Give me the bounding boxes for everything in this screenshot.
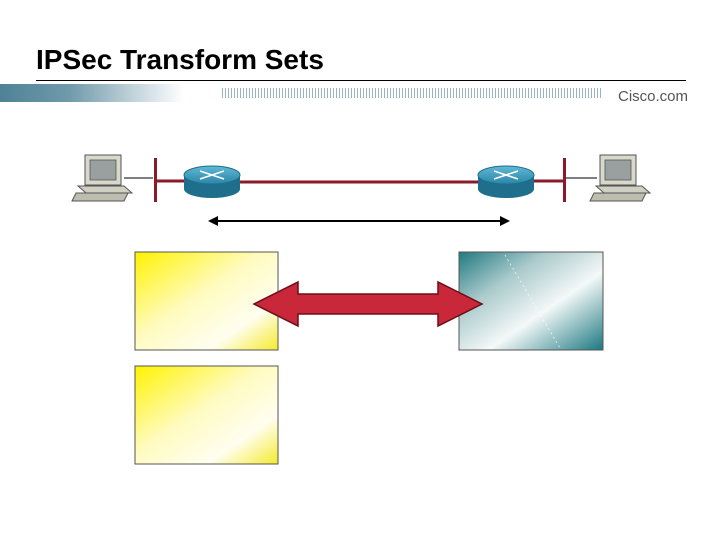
tunnel-arrow bbox=[208, 216, 510, 226]
pc-icon-right bbox=[566, 154, 652, 202]
lan-segment-left bbox=[154, 158, 157, 202]
page-title: IPSec Transform Sets bbox=[36, 44, 324, 75]
lan-segment-right bbox=[563, 158, 566, 202]
double-arrow-icon bbox=[252, 280, 484, 328]
transform-set-box-left-bottom bbox=[134, 365, 279, 465]
cisco-brand-text: Cisco.com bbox=[618, 88, 689, 105]
pc-icon-left bbox=[71, 154, 153, 202]
transform-set-box-left-top bbox=[134, 251, 279, 351]
header-band bbox=[0, 84, 602, 102]
transform-set-box-right bbox=[458, 251, 604, 351]
title-underline bbox=[36, 80, 686, 81]
router-icon-right bbox=[477, 165, 535, 198]
router-icon-left bbox=[183, 165, 241, 198]
